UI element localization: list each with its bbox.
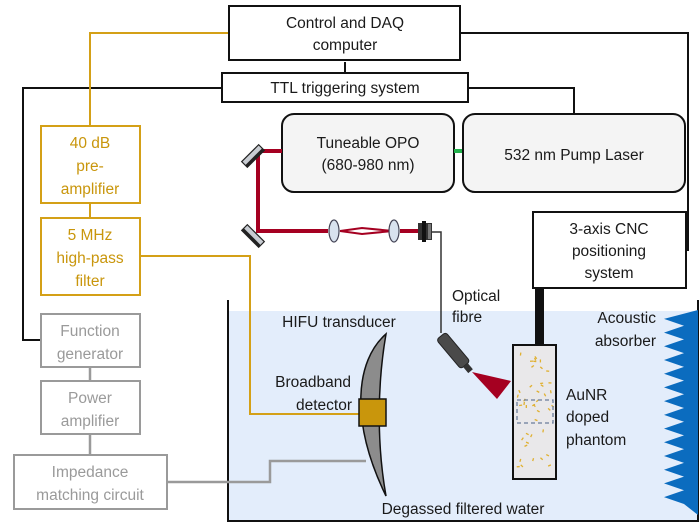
phantom-label-line2: doped bbox=[566, 409, 609, 426]
preamp-label-line2: pre- bbox=[76, 158, 104, 175]
nanorod bbox=[540, 457, 544, 461]
nanorod bbox=[532, 404, 536, 408]
ttl-to-function-generator-line bbox=[22, 87, 222, 341]
filter-label-line2: high-pass bbox=[56, 250, 123, 267]
nanorod bbox=[518, 389, 521, 394]
optical-fibre bbox=[432, 231, 442, 333]
hifu-drive-wiring bbox=[88, 367, 366, 484]
nanorod bbox=[521, 437, 524, 441]
optical-fibre-label-line2: fibre bbox=[452, 309, 482, 326]
nanorod bbox=[536, 409, 540, 413]
pump-laser-label: 532 nm Pump Laser bbox=[504, 147, 644, 164]
broadband-detector bbox=[358, 398, 387, 427]
tuneable-opo-block: Tuneable OPO (680-980 nm) bbox=[281, 113, 455, 193]
nanorod bbox=[549, 390, 552, 394]
acoustic-absorber bbox=[664, 310, 698, 515]
aunr-phantom bbox=[512, 344, 557, 480]
detector-label-line1: Broadband bbox=[275, 374, 351, 391]
nanorod bbox=[530, 434, 533, 438]
water-label: Degassed filtered water bbox=[382, 501, 545, 518]
control-daq-computer-block: Control and DAQ computer bbox=[228, 5, 461, 61]
filter-label-line3: filter bbox=[75, 273, 104, 290]
mirror-1 bbox=[240, 143, 266, 169]
function-generator-block: Function generator bbox=[40, 313, 141, 368]
nanorod bbox=[533, 357, 537, 361]
power-amplifier-label-line2: amplifier bbox=[61, 413, 120, 430]
nanorod bbox=[540, 384, 544, 387]
absorber-label-line2: absorber bbox=[595, 333, 656, 350]
preamp-label-line1: 40 dB bbox=[70, 135, 111, 152]
nanorod bbox=[543, 393, 547, 397]
laser-beam-path bbox=[256, 149, 420, 236]
optical-fibre-label-line1: Optical bbox=[452, 288, 500, 305]
detector-label-line2: detector bbox=[296, 397, 352, 414]
absorber-label-line1: Acoustic bbox=[597, 310, 656, 327]
filter-to-detector-line bbox=[140, 255, 360, 415]
nanorod bbox=[525, 441, 530, 444]
cnc-arm bbox=[535, 287, 544, 365]
lens-2 bbox=[388, 219, 400, 243]
ttl-triggering-system-block: TTL triggering system bbox=[221, 72, 469, 103]
signal-wiring bbox=[89, 32, 360, 415]
nanorod bbox=[536, 390, 540, 393]
preamp-label-line3: amplifier bbox=[61, 181, 120, 198]
ttl-to-pump-laser-line bbox=[468, 87, 575, 113]
water-bath bbox=[228, 311, 698, 521]
impedance-to-transducer-line bbox=[167, 459, 366, 484]
computer-to-preamp-line bbox=[89, 32, 229, 126]
hifu-transducer-label: HIFU transducer bbox=[282, 314, 396, 331]
lens-1 bbox=[328, 219, 340, 243]
nanorod bbox=[531, 365, 535, 368]
nanorod bbox=[529, 384, 533, 388]
computer-label-line2: computer bbox=[313, 37, 378, 54]
nanorod bbox=[547, 407, 551, 411]
impedance-label-line1: Impedance bbox=[52, 464, 129, 481]
pump-laser-block: 532 nm Pump Laser bbox=[462, 113, 686, 193]
function-generator-label-line1: Function bbox=[60, 323, 119, 340]
cnc-label-line1: 3-axis CNC bbox=[569, 221, 648, 238]
nanorod bbox=[525, 432, 529, 436]
impedance-label-line2: matching circuit bbox=[36, 487, 144, 504]
preamplifier-block: 40 dB pre- amplifier bbox=[40, 125, 141, 204]
nanorod bbox=[539, 366, 543, 370]
illumination-cone bbox=[472, 372, 511, 399]
highpass-filter-block: 5 MHz high-pass filter bbox=[40, 217, 141, 296]
opo-label-line2: (680-980 nm) bbox=[321, 157, 414, 174]
function-generator-label-line2: generator bbox=[57, 346, 123, 363]
nanorod bbox=[524, 444, 528, 447]
nanorod bbox=[520, 464, 524, 468]
opo-label-line1: Tuneable OPO bbox=[317, 135, 420, 152]
fibre-probe bbox=[437, 332, 473, 374]
computer-label-line1: Control and DAQ bbox=[286, 15, 404, 32]
cnc-positioning-block: 3-axis CNC positioning system bbox=[532, 211, 687, 289]
phantom-label-line3: phantom bbox=[566, 432, 626, 449]
nanorod bbox=[532, 458, 535, 462]
nanorod bbox=[534, 356, 538, 360]
nanorod bbox=[516, 394, 519, 398]
power-amplifier-label-line1: Power bbox=[68, 390, 112, 407]
focal-region bbox=[516, 399, 554, 424]
ttl-label: TTL triggering system bbox=[270, 80, 419, 97]
nanorod bbox=[542, 429, 545, 433]
fibre-coupler bbox=[418, 221, 432, 242]
mirror-2 bbox=[240, 223, 266, 249]
nanorod bbox=[547, 464, 552, 467]
nanorod bbox=[534, 418, 538, 422]
power-amplifier-block: Power amplifier bbox=[40, 380, 141, 435]
cnc-label-line2: positioning bbox=[572, 243, 646, 260]
phantom-label-line1: AuNR bbox=[566, 387, 607, 404]
filter-label-line1: 5 MHz bbox=[68, 227, 113, 244]
cnc-label-line3: system bbox=[584, 265, 633, 282]
nanorod bbox=[519, 458, 522, 463]
nanorod bbox=[545, 454, 550, 457]
impedance-matching-block: Impedance matching circuit bbox=[13, 454, 168, 510]
